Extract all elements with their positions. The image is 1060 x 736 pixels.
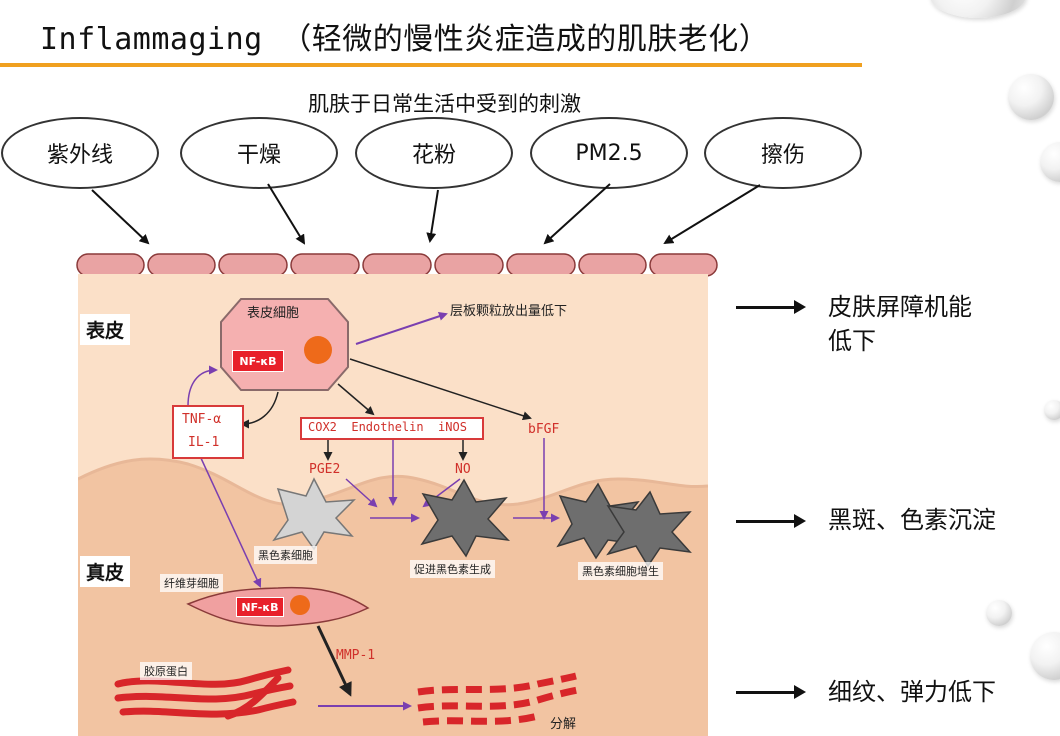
stimulus-pollen: 花粉 — [355, 117, 513, 189]
decorative-bubble — [1044, 400, 1060, 420]
nfkb-box-fibroblast: NF-κB — [236, 597, 284, 617]
barrier-cells — [76, 253, 718, 277]
keratinocyte-nucleus — [304, 336, 332, 364]
outcome-pigmentation: 黑斑、色素沉淀 — [828, 506, 996, 534]
melanocyte-dark — [420, 478, 510, 558]
collagen-label: 胶原蛋白 — [140, 662, 192, 680]
mediators-box: COX2 Endothelin iNOS — [300, 417, 484, 440]
decorative-bubble — [986, 600, 1012, 626]
outcome-barrier-line1: 皮肤屏障机能 — [828, 293, 972, 321]
decorative-bubble — [930, 0, 1026, 18]
title-underline — [0, 63, 862, 67]
melanocyte-proliferated-b — [606, 490, 692, 568]
no-label: NO — [455, 462, 471, 477]
epidermis-label: 表皮 — [80, 314, 131, 345]
lamellar-label: 层板颗粒放出量低下 — [450, 304, 568, 319]
il1-label: IL-1 — [188, 435, 220, 450]
melanocyte-label: 黑色素细胞 — [254, 546, 317, 564]
outcome-arrow-barrier — [736, 300, 806, 314]
skin-diagram — [78, 274, 708, 736]
outcome-arrow-pigment — [736, 514, 806, 528]
stimulus-dryness: 干燥 — [180, 117, 338, 189]
outcome-wrinkles: 细纹、弹力低下 — [828, 678, 996, 706]
mediators-label: COX2 Endothelin iNOS — [308, 420, 467, 434]
decorative-bubble — [1040, 142, 1060, 182]
degrade-label: 分解 — [550, 717, 577, 732]
cytokine-box: TNF-α IL-1 — [172, 405, 244, 459]
slide-title: Inflammaging （轻微的慢性炎症造成的肌肤老化） — [40, 22, 770, 57]
stimulus-uv: 紫外线 — [1, 117, 159, 189]
collagen-fibers — [114, 666, 297, 720]
outcome-barrier: 皮肤屏障机能 低下 — [828, 290, 972, 358]
keratinocyte-label: 表皮細胞 — [247, 306, 300, 321]
tnf-alpha-label: TNF-α — [182, 412, 222, 427]
fibroblast-nucleus — [290, 595, 310, 615]
fibroblast-label: 纤维芽细胞 — [160, 574, 223, 592]
stimulus-abrasion: 擦伤 — [704, 117, 862, 189]
melanin-promotion-label: 促进黑色素生成 — [410, 560, 495, 578]
stimuli-heading: 肌肤于日常生活中受到的刺激 — [308, 92, 581, 116]
bfgf-label: bFGF — [528, 422, 560, 437]
melanocyte-proliferation-label: 黑色素细胞增生 — [578, 562, 663, 580]
melanocyte-light — [272, 477, 356, 551]
degraded-collagen — [417, 672, 579, 726]
dermis-label: 真皮 — [80, 556, 131, 587]
dermis-layer — [78, 459, 708, 736]
mmp1-label: MMP-1 — [336, 648, 376, 663]
pge2-label: PGE2 — [309, 462, 341, 477]
outcome-barrier-line2: 低下 — [828, 327, 876, 355]
stimulus-pm25: PM2.5 — [530, 117, 688, 189]
nfkb-box-keratinocyte: NF-κB — [232, 350, 284, 372]
decorative-bubble — [1008, 74, 1054, 120]
outcome-arrow-wrinkles — [736, 685, 806, 699]
